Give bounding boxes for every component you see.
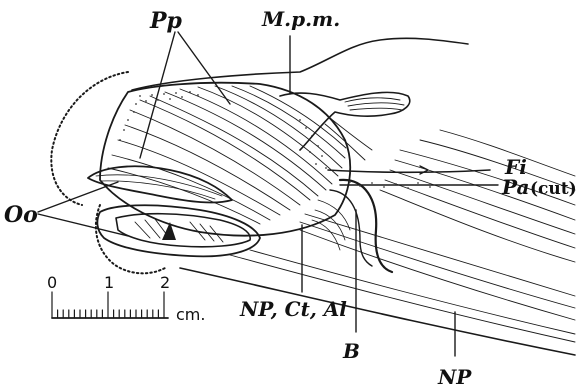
muscle-pp-fibers (108, 86, 346, 224)
label-pa: Pa (501, 175, 529, 199)
leader-pp-1 (140, 32, 175, 158)
bone-b (340, 180, 392, 272)
leader-pp-2 (178, 32, 230, 104)
scale-tick-label-1: 1 (104, 273, 114, 292)
mouth-outline (97, 205, 260, 256)
label-oo: Oo (4, 202, 38, 228)
dorsal-outline (132, 38, 468, 90)
scale-bar-ticks (52, 292, 164, 318)
scale-bar: 0 1 2 cm. (47, 273, 205, 324)
mouth-inner (116, 214, 250, 247)
label-pp: Pp (149, 8, 183, 34)
label-np-ct-al: NP, Ct, Al (239, 297, 347, 321)
bone-b-fibers (312, 200, 350, 250)
label-np: NP (437, 365, 472, 389)
snout-dotted-outline (51, 72, 128, 205)
mouth-hatching (135, 219, 223, 242)
label-b: B (342, 339, 360, 363)
muscle-pp-outline (100, 83, 350, 236)
leader-oo-1 (38, 182, 118, 212)
leader-oo-2 (38, 214, 128, 236)
label-pa-cut: (cut) (530, 179, 577, 199)
label-mpm: M.p.m. (261, 7, 340, 31)
leader-fi (328, 170, 490, 172)
scale-tick-label-2: 2 (160, 273, 170, 292)
scale-unit-label: cm. (176, 305, 205, 324)
scale-tick-label-0: 0 (47, 273, 57, 292)
